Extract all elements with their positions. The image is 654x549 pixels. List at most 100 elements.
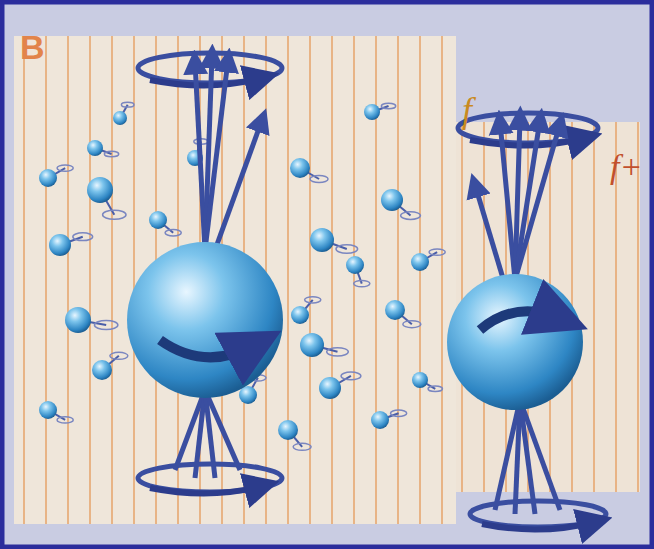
field-line	[111, 36, 113, 524]
field-line	[67, 36, 69, 524]
molecule-ring	[103, 210, 126, 219]
field-panel	[14, 36, 456, 524]
molecule	[411, 249, 445, 271]
field-line	[353, 36, 355, 524]
molecule-sphere	[300, 333, 324, 357]
molecule-sphere	[371, 411, 389, 429]
molecule	[371, 410, 407, 429]
molecule-ring	[165, 230, 181, 236]
molecule	[49, 233, 93, 256]
molecule	[300, 333, 348, 357]
molecule-ring	[94, 320, 117, 329]
molecule-ring	[327, 348, 349, 356]
frequency-label: f	[462, 92, 472, 128]
spin-arrow	[480, 311, 560, 330]
field-line	[593, 122, 595, 492]
field-line	[397, 36, 399, 524]
molecule	[346, 256, 370, 287]
molecule-sphere	[87, 177, 113, 203]
molecule	[113, 102, 134, 125]
spin-vectors	[195, 56, 262, 250]
precession-arrow	[150, 486, 262, 494]
molecule	[319, 372, 361, 399]
molecule-sphere	[92, 360, 112, 380]
molecule-sphere	[290, 158, 310, 178]
molecule	[385, 300, 421, 328]
molecule	[39, 165, 73, 187]
molecule-ring	[57, 165, 73, 171]
molecule	[87, 140, 119, 157]
molecule-sphere	[113, 111, 127, 125]
field-line	[45, 36, 47, 524]
molecule-sphere	[39, 169, 57, 187]
molecule-ring	[403, 321, 421, 328]
molecule-ring	[429, 249, 445, 255]
molecule-ring	[336, 245, 358, 253]
molecule-sphere	[319, 377, 341, 399]
field-line	[419, 36, 421, 524]
molecule-ring	[57, 417, 73, 423]
molecule-ring	[293, 443, 311, 450]
molecule-sphere	[412, 372, 428, 388]
precession-arrow	[470, 138, 585, 146]
spin-vectors	[475, 118, 560, 285]
molecule-sphere	[87, 140, 103, 156]
molecule-ring	[310, 176, 328, 183]
precession-arrow	[150, 78, 262, 86]
molecule	[412, 372, 442, 392]
field-line	[331, 36, 333, 524]
field-line	[309, 36, 311, 524]
molecule	[278, 420, 311, 450]
molecule-ring	[401, 212, 421, 220]
molecule-sphere	[291, 306, 309, 324]
precessing-nucleus	[447, 113, 606, 530]
molecule-sphere	[310, 228, 334, 252]
molecule	[290, 158, 328, 183]
molecule-sphere	[381, 189, 403, 211]
panel-letter: B	[20, 30, 45, 64]
molecule-ring	[354, 280, 370, 286]
field-line	[23, 36, 25, 524]
molecule	[310, 228, 358, 253]
molecule-ring	[381, 103, 395, 109]
nucleus-sphere	[127, 242, 283, 398]
molecule	[39, 401, 73, 423]
field-line	[287, 36, 289, 524]
molecule	[364, 103, 396, 120]
field-line	[441, 36, 443, 524]
molecule-ring	[110, 352, 128, 359]
precession-arrow	[482, 522, 595, 530]
molecule-sphere	[39, 401, 57, 419]
molecule-sphere	[346, 256, 364, 274]
field-line	[133, 36, 135, 524]
small-molecules	[39, 102, 445, 450]
molecule-sphere	[149, 211, 167, 229]
molecule	[92, 352, 128, 380]
molecule-sphere	[65, 307, 91, 333]
molecule	[291, 297, 321, 324]
molecule-ring	[391, 410, 407, 416]
molecule-ring	[341, 372, 361, 380]
molecule-ring	[73, 233, 93, 241]
molecule-ring	[305, 297, 321, 303]
molecule-sphere	[385, 300, 405, 320]
molecule-ring	[104, 151, 118, 157]
molecule	[87, 177, 126, 219]
molecule	[149, 211, 181, 236]
molecule-ring	[428, 386, 442, 392]
molecule-sphere	[364, 104, 380, 120]
precessing-nucleus	[127, 53, 283, 494]
spin-vectors	[495, 400, 560, 514]
field-line	[89, 36, 91, 524]
frequency-label: f+	[610, 150, 642, 184]
molecule-sphere	[278, 420, 298, 440]
spin-arrow	[160, 340, 255, 357]
molecule-sphere	[411, 253, 429, 271]
molecule-sphere	[49, 234, 71, 256]
molecule-ring	[121, 102, 134, 107]
molecule	[65, 307, 118, 333]
nucleus-sphere	[447, 274, 583, 410]
